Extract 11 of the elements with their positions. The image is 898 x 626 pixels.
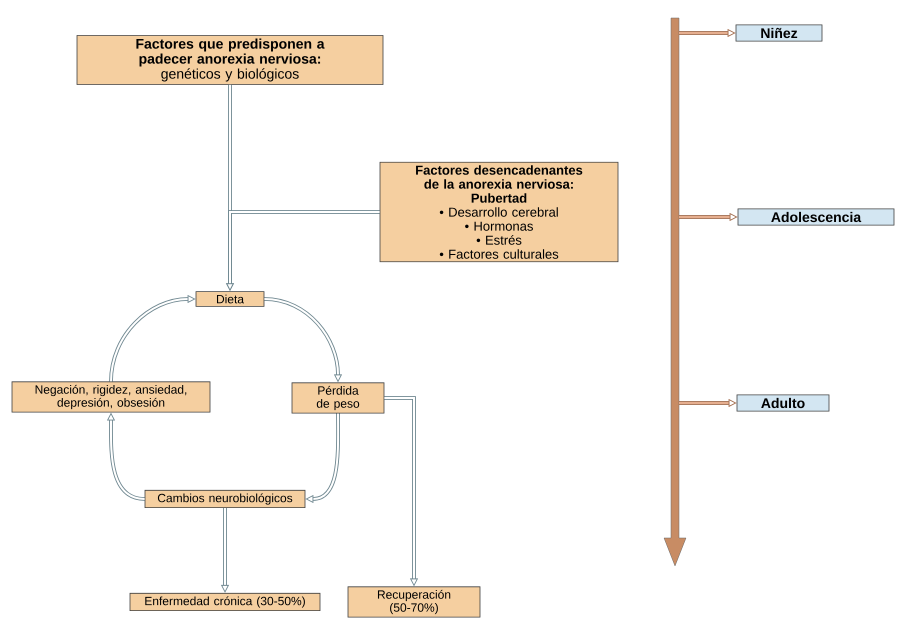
stage-box: Adulto <box>736 394 830 412</box>
process-box: Factores desencadenantes de la anorexia nerviosa: Pubertad • Desarrollo cerebral • Hormonas • Estrés • Factores culturales <box>380 162 618 262</box>
process-box: Enfermedad crónica (30-50%) <box>130 592 320 612</box>
process-box: Cambios neurobiológicos <box>144 490 306 508</box>
process-box: Dieta <box>196 291 264 307</box>
process-box: Negación, rigidez, ansiedad, depresión, obsesión <box>12 381 210 413</box>
process-box: Recuperación (50-70%) <box>348 586 480 618</box>
process-box: Factores que predisponen a padecer anorexia nerviosa: genéticos y biológicos <box>76 35 384 85</box>
stage-box: Niñez <box>736 24 822 42</box>
stage-box: Adolescencia <box>738 208 894 226</box>
process-box: Pérdida de peso <box>292 382 384 414</box>
